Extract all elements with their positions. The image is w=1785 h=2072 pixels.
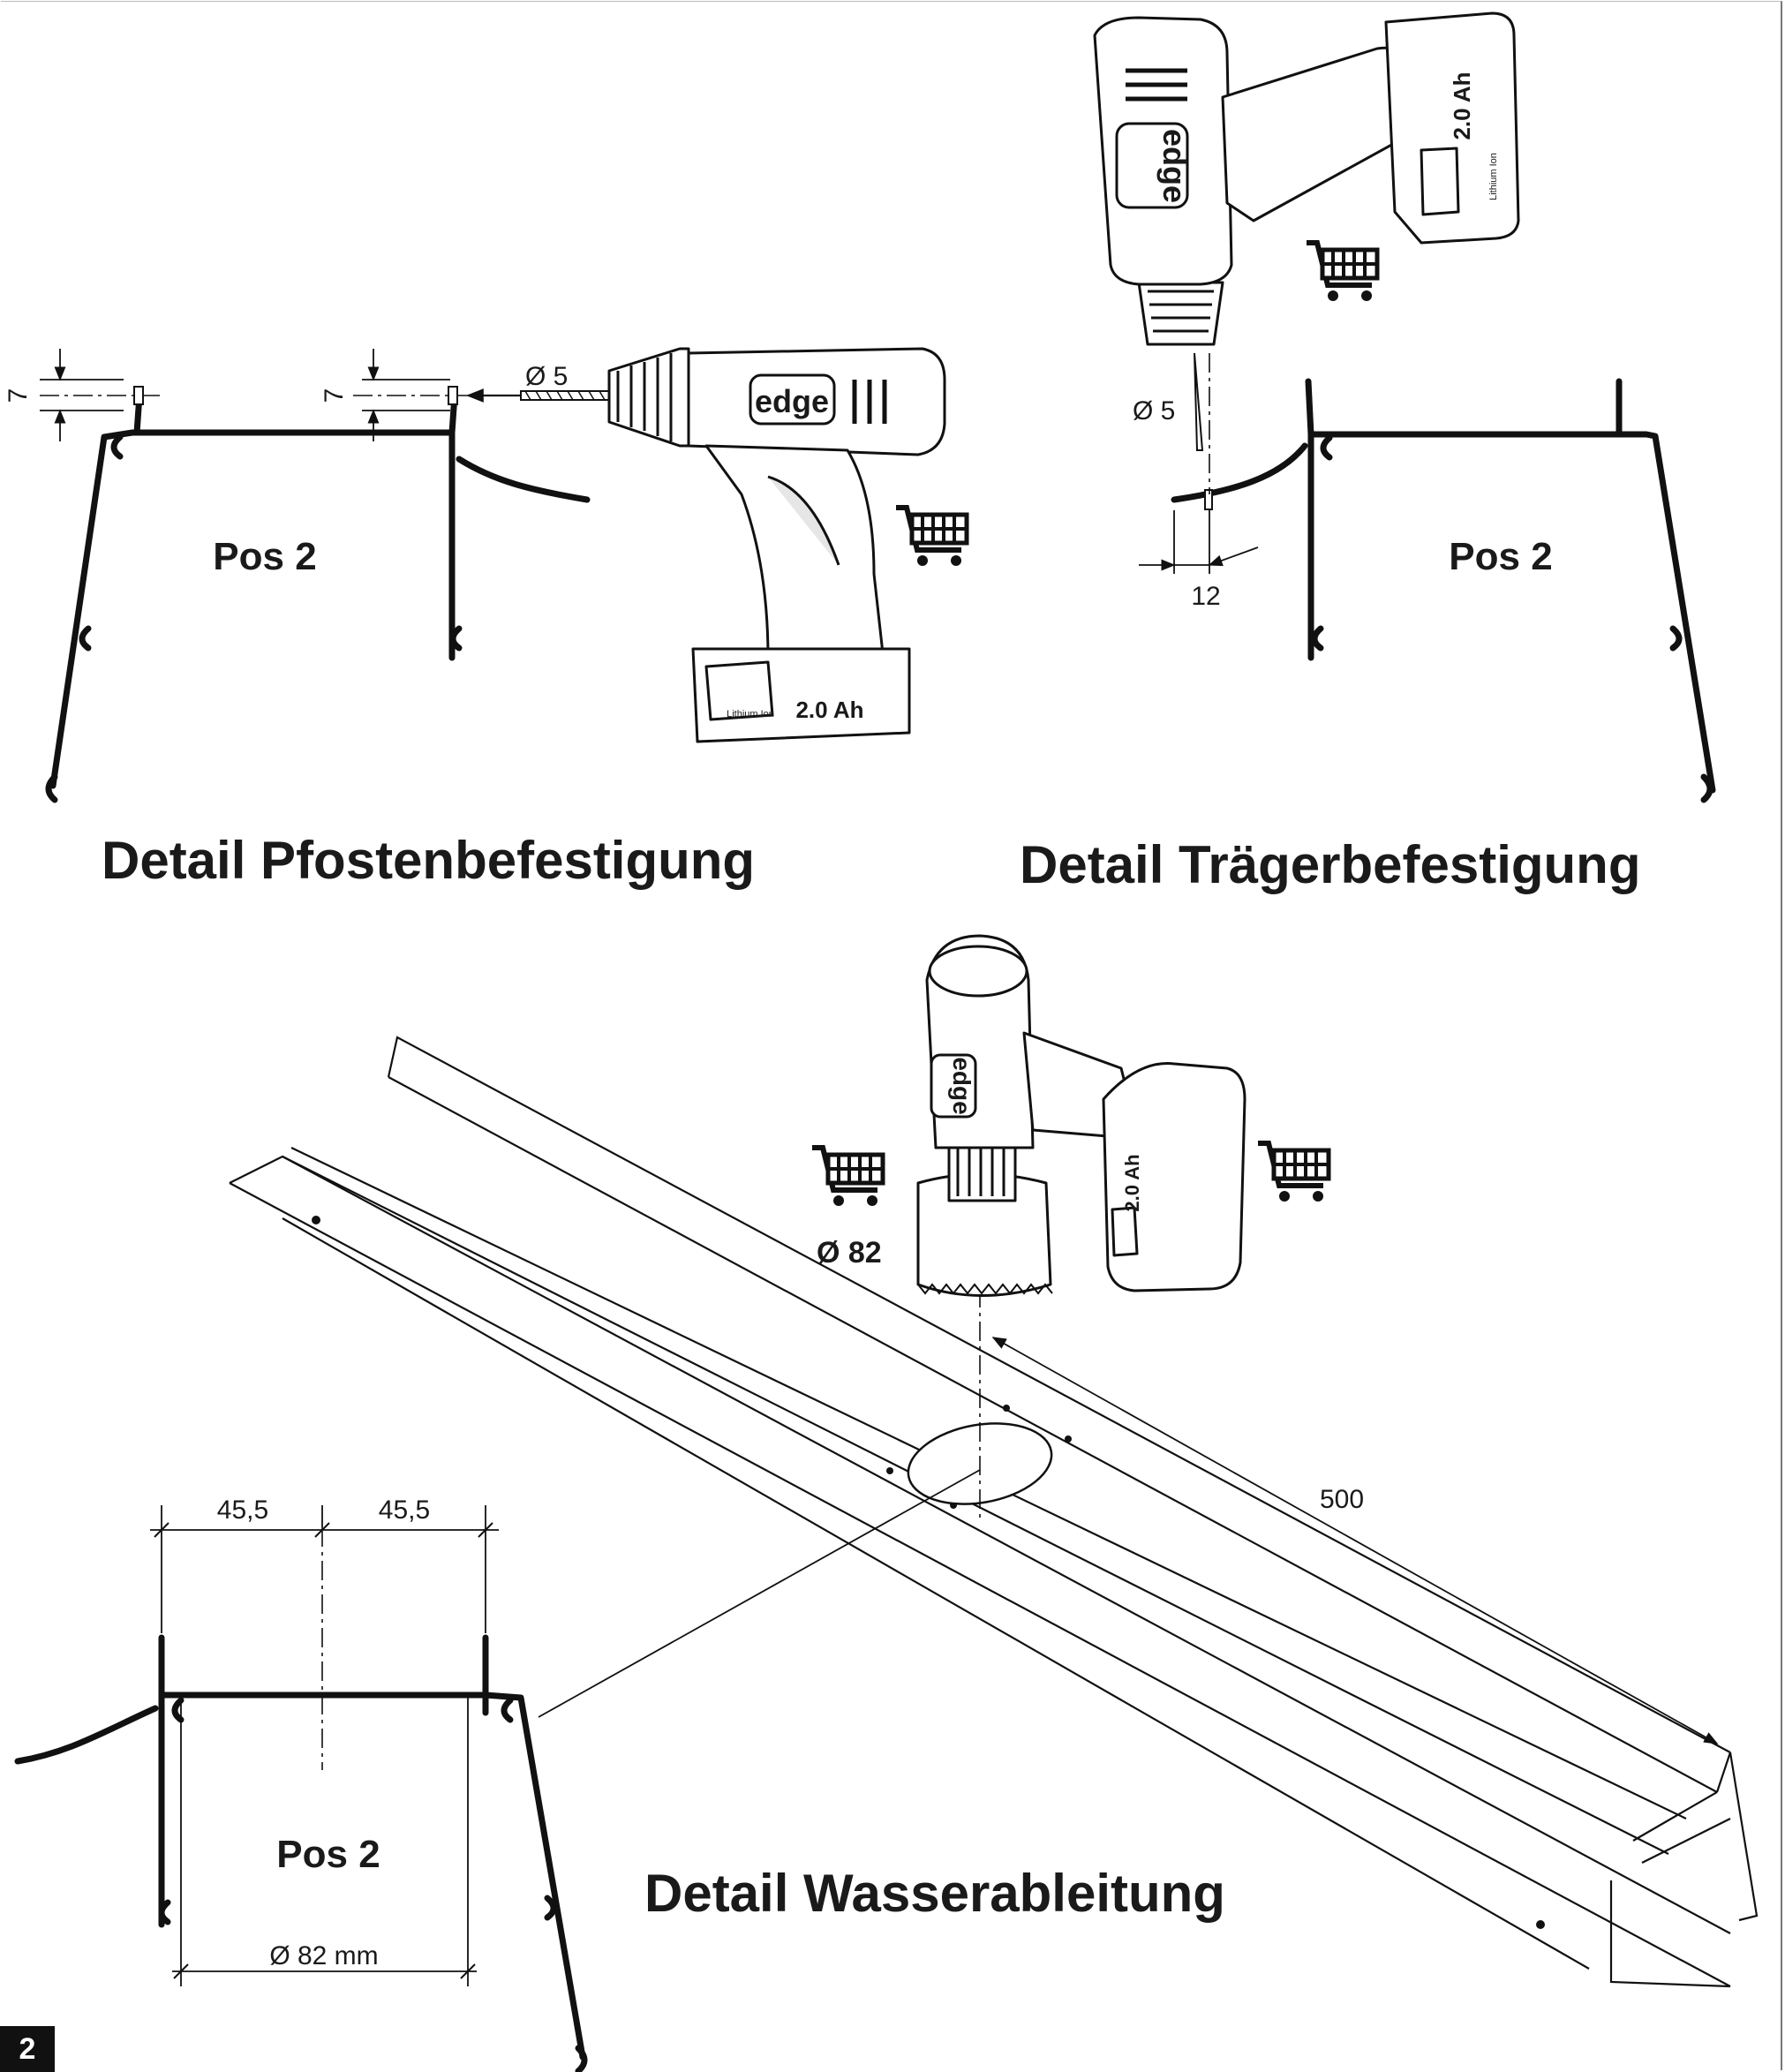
shopping-cart-icon (1258, 1143, 1329, 1202)
gutter-profile-beam (1171, 378, 1716, 803)
drill-bit-beam: Ø 5 (1133, 352, 1210, 494)
cordless-drill-post: edge 2.0 Ah Lithium Ion (607, 347, 946, 743)
page-number: 2 (19, 2032, 36, 2066)
dim-post-left-value: 7 (4, 388, 33, 403)
dimension-beam-offset: 12 (1139, 510, 1259, 611)
drill-battery-label-beam: 2.0 Ah (1449, 72, 1475, 139)
drill-battery-label-drain: 2.0 Ah (1121, 1154, 1143, 1211)
drill-battery-type-post: Lithium Ion (727, 709, 774, 720)
drain-hole-dia: Ø 82 mm (269, 1941, 378, 1970)
detail-water-drain: 500 edge 2.0 Ah Ø 82 (14, 934, 1759, 2072)
dimension-post-right: 7 (320, 349, 472, 441)
dimension-post-left: 7 (4, 349, 163, 441)
dimension-drain-halves: 45,5 45,5 (150, 1496, 499, 1770)
title-post-fixing: Detail Pfostenbefestigung (102, 831, 755, 890)
shopping-cart-icon (896, 508, 967, 566)
hole-saw-drill: edge 2.0 Ah Ø 82 (817, 934, 1246, 1297)
shopping-cart-icon (812, 1148, 883, 1206)
detail-beam-fixing: 12 Ø 5 edge 2.0 Ah Lithium Ion Pos 2 Det… (1020, 11, 1716, 894)
gutter-profile-drain (14, 1634, 588, 2072)
page-number-box (0, 2026, 55, 2072)
dim-drain-half-right: 45,5 (379, 1496, 430, 1525)
pos-label-drain: Pos 2 (276, 1833, 380, 1876)
title-beam-fixing: Detail Trägerbefestigung (1020, 835, 1640, 894)
drill-battery-label-post: 2.0 Ah (795, 697, 863, 723)
holesaw-dia: Ø 82 (817, 1236, 882, 1270)
cordless-drill-beam: edge 2.0 Ah Lithium Ion (1093, 11, 1520, 346)
drill-dia-post: Ø 5 (525, 362, 568, 391)
dim-drain-half-left: 45,5 (217, 1496, 268, 1525)
drill-brand-beam: edge (1156, 129, 1193, 203)
pos-label-beam: Pos 2 (1449, 535, 1552, 578)
detail-post-fixing: 7 7 Ø 5 edge 2.0 Ah (4, 347, 967, 890)
dim-drain-length-value: 500 (1320, 1485, 1364, 1514)
drill-dia-beam: Ø 5 (1133, 396, 1175, 426)
dim-beam-offset-value: 12 (1191, 582, 1220, 611)
dimension-drain-hole: Ø 82 mm (172, 1941, 477, 1979)
shopping-cart-icon (1307, 243, 1377, 301)
dimension-drain-length: 500 (991, 1337, 1719, 1744)
gutter-profile-post (45, 392, 591, 803)
drill-battery-type-beam: Lithium Ion (1488, 153, 1499, 200)
dim-post-right-value: 7 (320, 388, 349, 403)
drill-brand-drain: edge (948, 1057, 975, 1114)
drill-brand-post: edge (755, 383, 829, 419)
title-water-drain: Detail Wasserableitung (644, 1864, 1225, 1923)
pos-label-post: Pos 2 (213, 535, 316, 578)
